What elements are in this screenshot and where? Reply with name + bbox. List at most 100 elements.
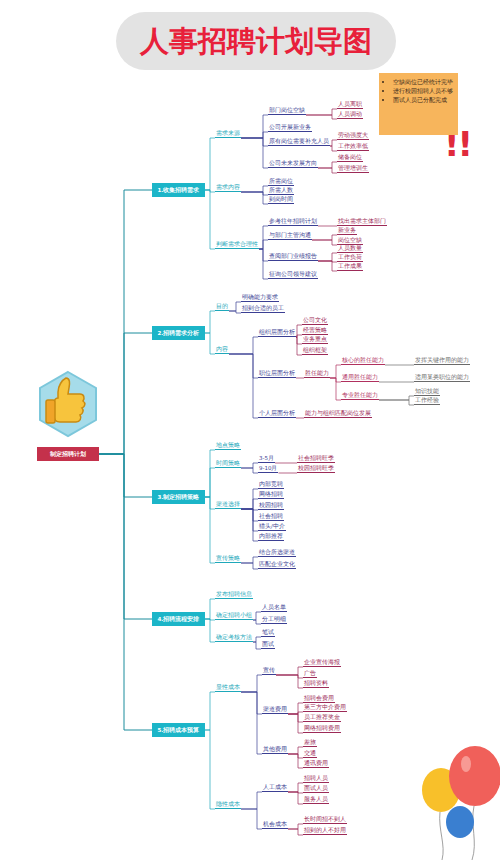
topic-text: 广告 [303, 670, 317, 678]
topic-text: 劳动强度大 [337, 132, 369, 140]
topic-text: 面试人员 [303, 785, 329, 793]
node-label: 其他费用 [263, 746, 287, 752]
topic-text: 岗位空缺 [337, 237, 363, 245]
branch-connector [312, 235, 337, 240]
topic-text: 显性成本 [215, 684, 241, 692]
thumb-cuff [46, 400, 55, 423]
node-label: 社会招聘旺季 [298, 455, 334, 461]
node-label: 确定招聘小组 [216, 612, 252, 618]
topic-text: 网络招聘 [258, 491, 284, 499]
branch-connector [241, 192, 268, 195]
node-label: 工作效率低 [338, 143, 368, 149]
branch-connector [288, 714, 303, 733]
branch-connector [318, 162, 337, 168]
branch-connector [241, 563, 258, 569]
topic-text: 地点策略 [215, 442, 241, 450]
branch-connector [288, 792, 303, 804]
branch-box: 5.招聘成本预算 [152, 723, 205, 737]
node-label: 交通 [304, 750, 316, 756]
topic-text: 胜任能力 [304, 370, 330, 378]
branch-connector [330, 378, 341, 400]
branch-connector [253, 637, 261, 642]
topic-text: 招到的人不好用 [303, 827, 347, 835]
topic-text: 明确能力要求 [241, 294, 279, 302]
node-label: 宣传 [263, 667, 275, 673]
branch-connector [99, 190, 152, 454]
topic-text: 通用胜任能力 [341, 374, 379, 382]
branch-connector [241, 138, 268, 146]
node-label: 宣传策略 [216, 555, 240, 561]
topic-text: 3-5月 [258, 455, 275, 463]
node-label: 管理培训生 [338, 165, 368, 171]
node-label: 判断需求合理性 [216, 241, 258, 247]
node-label: 征询公司领导建议 [269, 271, 317, 277]
branch-connector [205, 333, 215, 354]
topic-text: 其他费用 [262, 746, 288, 754]
node-label: 招聘资料 [304, 680, 328, 686]
branch-connector [253, 612, 261, 620]
topic-text: 内部推荐 [258, 533, 284, 541]
node-label: 企业宣传海报 [304, 659, 340, 665]
node-label: 内部竞聘 [259, 481, 283, 487]
node-label: 查阅部门业绩报告 [269, 253, 317, 259]
node-label: 3.制定招聘策略 [158, 494, 200, 500]
topic-text: 匹配企业文化 [258, 561, 296, 569]
topic-text: 人员数量 [337, 245, 363, 253]
branch-connector [99, 454, 152, 619]
branch-connector [253, 620, 261, 624]
topic-text: 招聘会费用 [303, 695, 335, 703]
node-label: 招聘会费用 [304, 695, 334, 701]
node-label: 工作负荷 [338, 254, 362, 260]
note-list: 空缺岗位已经统计完毕进行校园招聘人员不够面试人员已分配完成 [383, 78, 454, 104]
topic-text: 时间策略 [215, 460, 241, 468]
node-label: 胜任能力 [305, 370, 329, 376]
topic-text: 核心的胜任能力 [341, 357, 385, 365]
node-label: 岗位空缺 [338, 237, 362, 243]
branch-connector [275, 463, 297, 464]
topic-text: 网络招聘费用 [303, 725, 341, 733]
node-label: 找出需求主体部门 [338, 218, 386, 224]
branch-connector [312, 240, 337, 245]
node-label: 地点策略 [216, 442, 240, 448]
branch-connector [259, 240, 268, 249]
branch-connector [318, 168, 337, 173]
topic-text: 找出需求主体部门 [337, 218, 387, 226]
branch-connector [288, 703, 303, 714]
topic-text: 宣传 [262, 667, 276, 675]
branch-connector [205, 692, 215, 730]
branch-connector [288, 824, 303, 829]
branch-connector [259, 226, 268, 249]
branch-connector [229, 302, 241, 311]
node-label: 公司未来发展方向 [269, 160, 317, 166]
topic-text: 差旅 [303, 739, 317, 747]
branch-connector [276, 675, 303, 678]
node-label: 专业胜任能力 [342, 392, 378, 398]
branch-connector [241, 692, 262, 714]
branch-connector [241, 509, 258, 531]
title-pill [116, 12, 396, 70]
balloons [422, 746, 500, 860]
topic-text: 企业宣传海报 [303, 659, 341, 667]
topic-text: 公司未来发展方向 [268, 160, 318, 168]
topic-text: 发挥关键作用的能力 [414, 357, 470, 365]
node-label: 网络招聘费用 [304, 725, 340, 731]
node-label: 时间策略 [216, 460, 240, 466]
topic-text: 分工明细 [261, 616, 287, 624]
node-label: 社会招聘 [259, 513, 283, 519]
node-label: 工作成果 [338, 263, 362, 269]
topic-text: 人员名单 [261, 604, 287, 612]
topic-text: 校园招聘 [258, 502, 284, 510]
node-label: 员工推荐奖金 [304, 714, 340, 720]
branch-box: 3.制定招聘策略 [152, 490, 205, 504]
branch-connector [296, 418, 304, 419]
balloon-shine [461, 756, 471, 772]
branch-connector [205, 311, 215, 333]
sticky-note: 空缺岗位已经统计完毕进行校园招聘人员不够面试人员已分配完成 [379, 73, 458, 135]
branch-connector [229, 354, 258, 418]
branch-connector [330, 378, 341, 382]
node-label: 网络招聘 [259, 491, 283, 497]
node-label: 职位层面分析 [259, 370, 295, 376]
branch-connector [241, 489, 258, 509]
node-label: 显性成本 [216, 684, 240, 690]
